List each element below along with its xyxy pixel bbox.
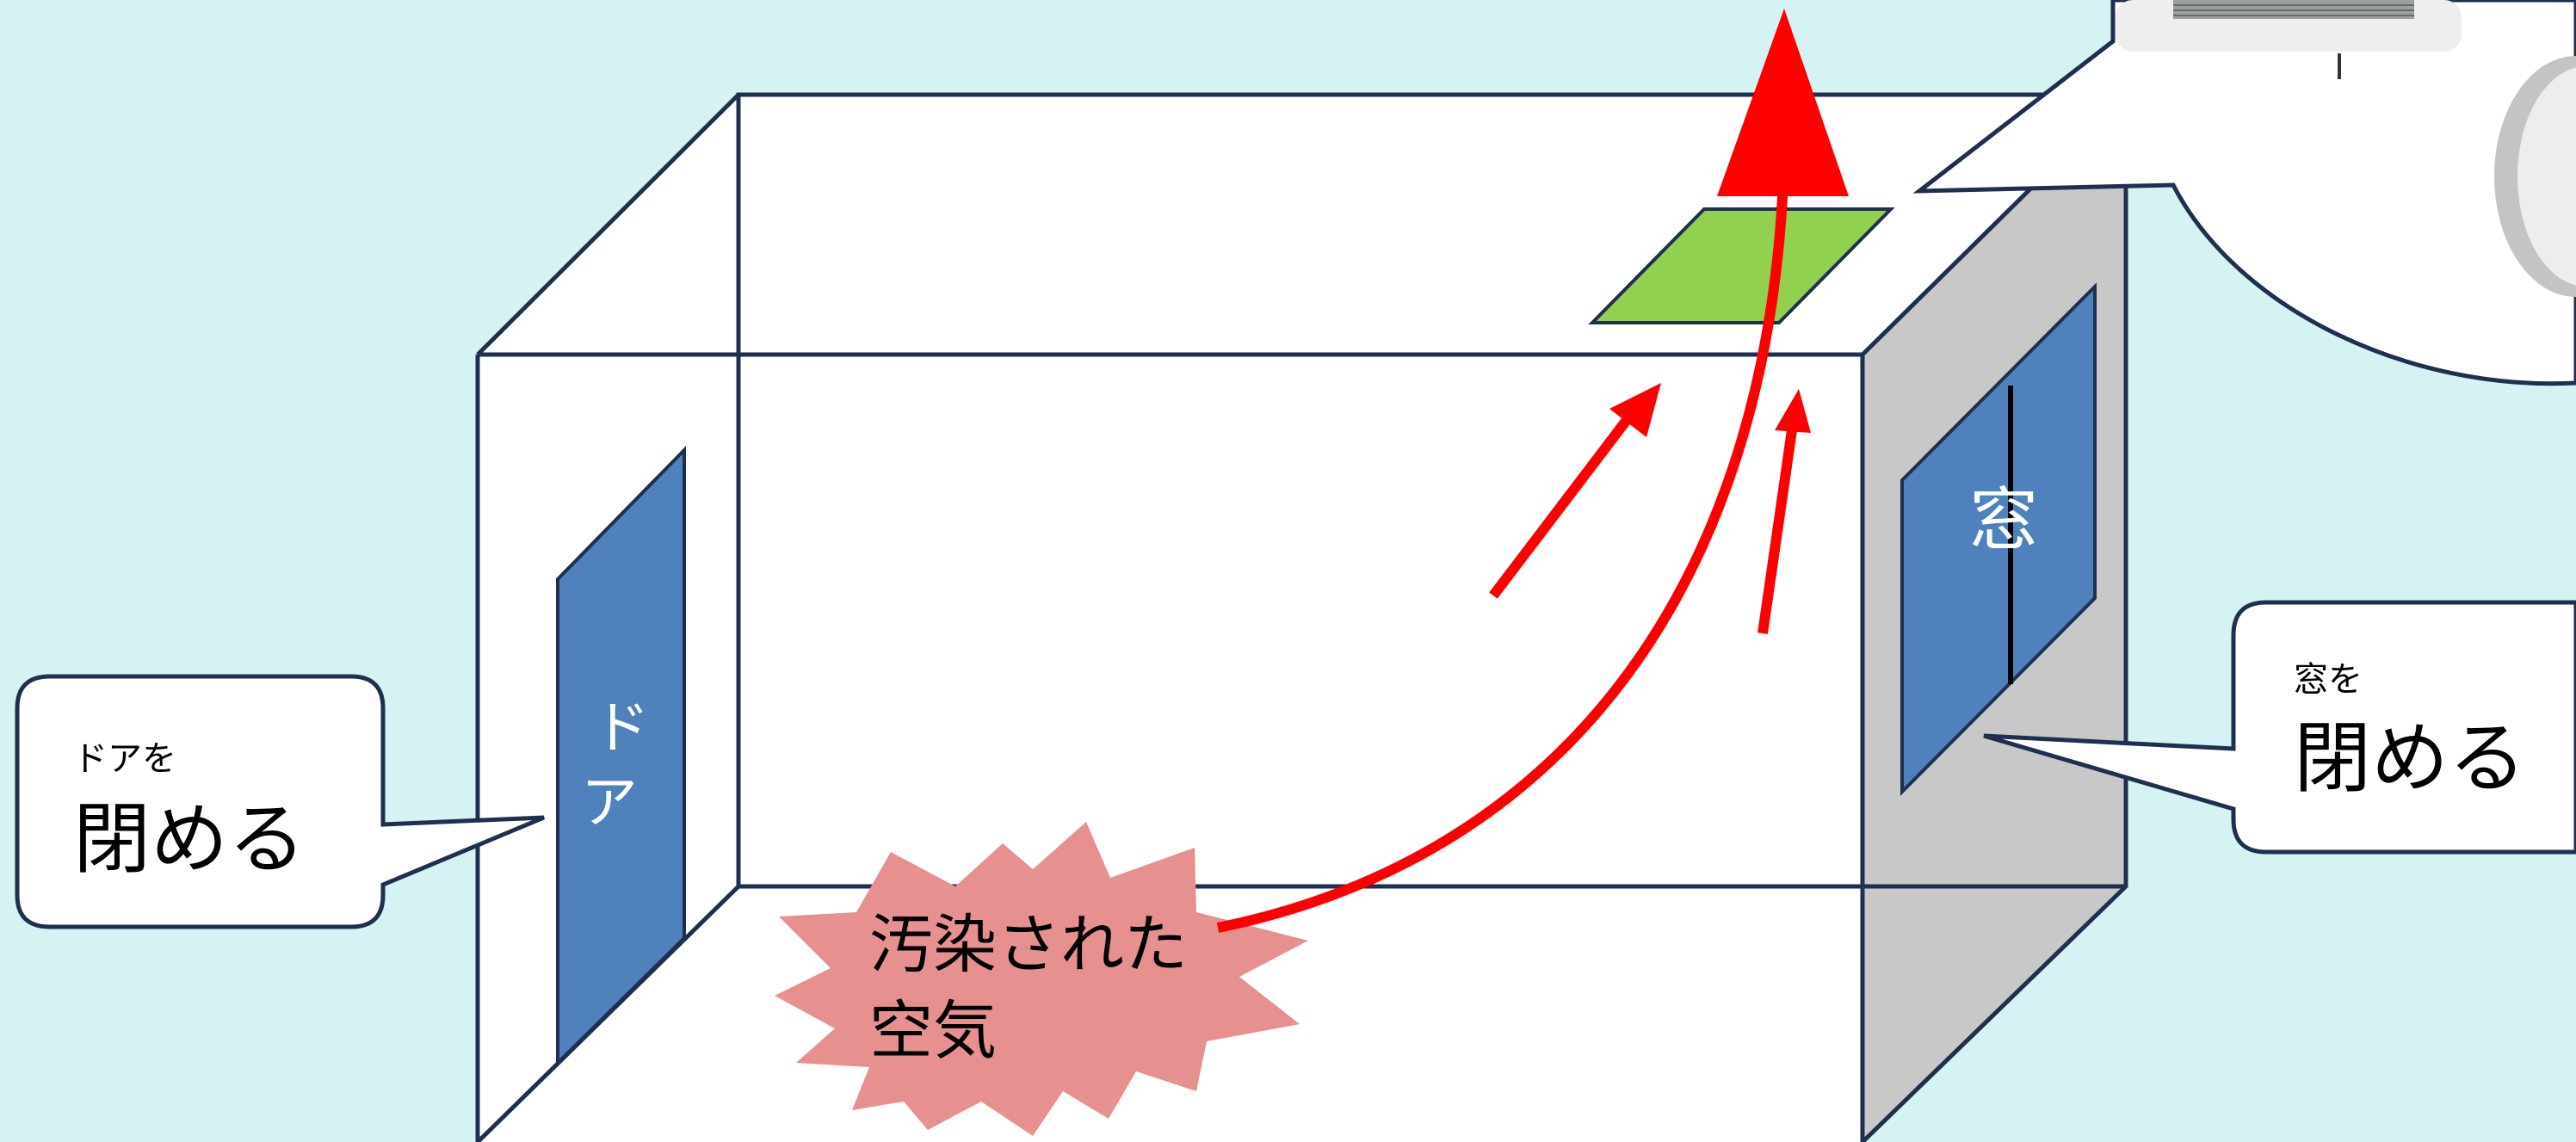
airflow-arrows xyxy=(1216,9,1849,933)
callout-door-large: 閉める xyxy=(73,794,306,885)
callout-door: ドアを 閉める xyxy=(15,674,545,929)
window-panel xyxy=(1900,282,2097,796)
door-label-2: ア xyxy=(581,769,638,836)
callout-door-small: ドアを xyxy=(73,739,176,779)
room xyxy=(475,90,2128,1142)
small-arrow-right-shaft xyxy=(1757,429,1797,634)
contaminated-air: 汚染された 空気 xyxy=(775,822,1308,1136)
exhaust-fan-photo xyxy=(2116,0,2576,297)
small-arrow-left-head xyxy=(1609,383,1661,437)
callout-window: 窓を 閉める xyxy=(1983,600,2576,855)
callout-window-large: 閉める xyxy=(2294,713,2526,804)
small-arrow-left-shaft xyxy=(1489,417,1631,599)
callout-fan-photo xyxy=(1912,0,2576,386)
contaminated-air-burst xyxy=(775,822,1308,1136)
main-exhaust-arrowhead xyxy=(1717,9,1849,196)
window-label: 窓 xyxy=(1969,480,2038,560)
callout-fan-bubble xyxy=(1912,0,2576,386)
door: ド ア xyxy=(556,446,686,1067)
small-arrow-right-head xyxy=(1775,389,1811,433)
contaminated-air-line2: 空気 xyxy=(869,994,997,1068)
room-edges xyxy=(475,92,2126,1142)
contaminated-air-line1: 汚染された xyxy=(869,908,1188,982)
door-panel xyxy=(556,446,686,1067)
callout-window-small: 窓を xyxy=(2294,660,2363,700)
ceiling-vent xyxy=(1588,207,1895,324)
window: 窓 xyxy=(1900,282,2097,796)
main-exhaust-arrow-path xyxy=(1216,180,1788,933)
callout-door-bubble xyxy=(15,674,545,929)
callout-window-bubble xyxy=(1983,600,2576,855)
door-label-1: ド xyxy=(593,694,650,761)
